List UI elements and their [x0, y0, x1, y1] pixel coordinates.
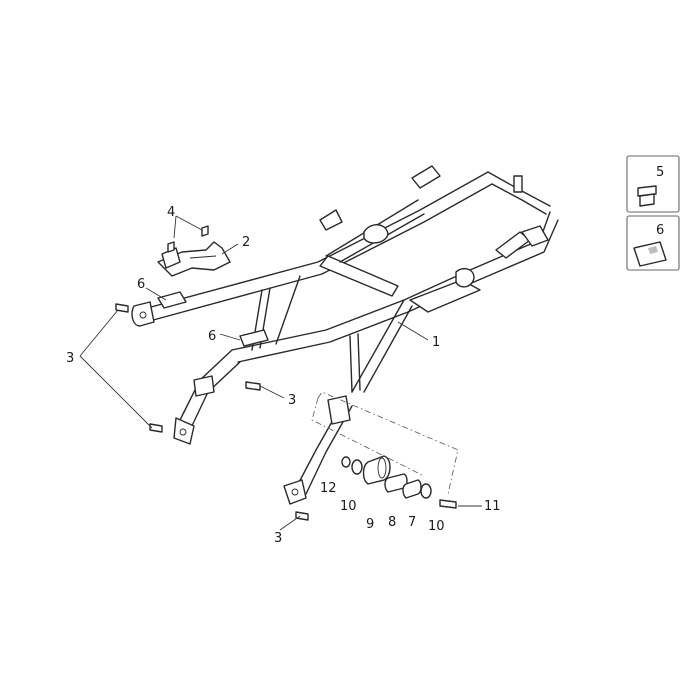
callout-10b: 10: [428, 519, 445, 534]
callout-5: 5: [656, 165, 664, 180]
callout-10a: 10: [340, 499, 357, 514]
screws: [167, 225, 209, 253]
callout-6b: 6: [208, 329, 216, 344]
callout-7: 7: [408, 515, 416, 530]
callout-3b: 3: [288, 393, 296, 408]
inset-part-6: [626, 215, 680, 271]
callout-12: 12: [320, 481, 337, 496]
callout-2: 2: [242, 235, 250, 250]
callout-6c: 6: [656, 223, 664, 238]
callout-labels: 1 2 3 3 3 4 5 6 6 6 7 8 9 10 10 11 12: [66, 165, 664, 546]
rear-subframe: [131, 165, 559, 505]
callout-8: 8: [388, 515, 396, 530]
callout-3c: 3: [274, 531, 282, 546]
inset-part-5: [626, 155, 680, 213]
callout-3a: 3: [66, 351, 74, 366]
callout-1: 1: [432, 335, 440, 350]
callout-11: 11: [484, 499, 501, 514]
side-bracket: [157, 241, 231, 277]
bushing-assembly: [311, 391, 459, 509]
bolts: [115, 303, 309, 521]
callout-6a: 6: [137, 277, 145, 292]
leader-lines: [79, 215, 482, 531]
callout-4: 4: [167, 205, 175, 220]
callout-9: 9: [366, 517, 374, 532]
